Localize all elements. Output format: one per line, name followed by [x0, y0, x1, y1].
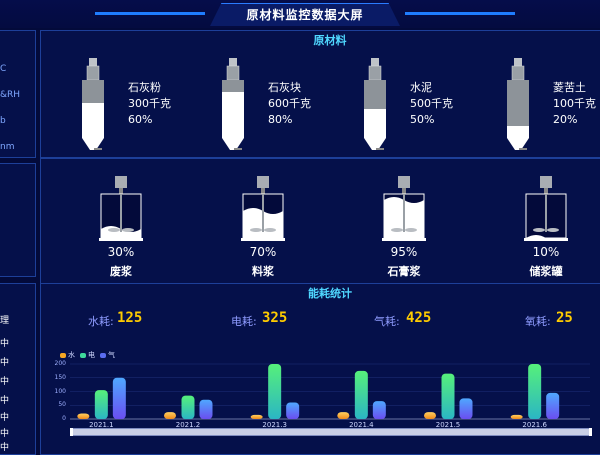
y-tick-label: 50	[58, 401, 66, 409]
mixing-tank	[241, 176, 285, 242]
silo-icon	[507, 58, 529, 152]
energy-title: 能耗统计	[308, 287, 352, 300]
material-percent: 60%	[128, 113, 153, 126]
left-panel-mid	[0, 163, 36, 277]
y-tick-label: 100	[54, 387, 66, 395]
x-tick-label: 2021.1	[89, 421, 114, 429]
materials-title: 原材料	[313, 34, 347, 47]
y-tick-label: 0	[62, 415, 66, 422]
legend-swatch	[60, 352, 66, 358]
left-panel-bottom	[0, 283, 36, 455]
silo-icon	[222, 58, 244, 152]
material-silo	[80, 58, 120, 152]
header-deco-right	[405, 12, 515, 15]
material-info: 菱苦土 100千克 20%	[553, 80, 596, 128]
tank-name: 废浆	[110, 265, 132, 278]
scrollbar-handle-right[interactable]	[589, 428, 592, 436]
left-item: 中	[0, 377, 10, 387]
gas-value: 425	[406, 310, 432, 326]
legend-power[interactable]: 电	[80, 350, 95, 360]
material-name: 菱苦土	[553, 81, 586, 94]
left-item: 中	[0, 413, 10, 423]
mixing-tank	[524, 176, 568, 242]
material-silo	[362, 58, 402, 152]
material-info: 石灰块 600千克 80%	[268, 80, 311, 128]
legend-gas[interactable]: 气	[100, 350, 115, 360]
page-title: 原材料监控数据大屏	[246, 8, 364, 22]
mixing-tank	[99, 176, 143, 242]
material-silo	[505, 58, 545, 152]
left-item: 中	[0, 358, 10, 368]
y-tick-label: 200	[54, 360, 66, 367]
legend-water[interactable]: 水	[60, 350, 75, 360]
left-item: 中	[0, 396, 10, 406]
silo-icon	[364, 58, 386, 152]
left-item: 中	[0, 443, 10, 453]
tank-percent: 95%	[390, 245, 418, 259]
y-tick-label: 150	[54, 373, 66, 381]
material-name: 水泥	[410, 81, 432, 94]
material-amount: 500千克	[410, 97, 453, 110]
material-name: 石灰粉	[128, 81, 161, 94]
tank-percent: 10%	[532, 245, 560, 259]
material-silo	[220, 58, 260, 152]
title-plate	[210, 3, 400, 26]
left-label: C	[0, 64, 7, 74]
left-label: &RH	[0, 90, 21, 100]
material-percent: 80%	[268, 113, 293, 126]
material-amount: 600千克	[268, 97, 311, 110]
chart-scrollbar[interactable]	[70, 428, 592, 436]
material-amount: 300千克	[128, 97, 171, 110]
tank-icon	[524, 176, 568, 241]
water-value: 125	[117, 310, 143, 326]
tank-name: 料浆	[252, 265, 274, 278]
oxygen-value: 25	[556, 310, 573, 326]
x-tick-label: 2021.6	[522, 421, 547, 429]
energy-panel	[40, 283, 600, 455]
tank-percent: 70%	[249, 245, 277, 259]
oxygen-label: 氧耗:	[525, 315, 551, 328]
tank-name: 石膏浆	[387, 265, 421, 278]
material-info: 水泥 500千克 50%	[410, 80, 453, 128]
material-name: 石灰块	[268, 81, 301, 94]
tank-name: 储浆罐	[529, 265, 563, 278]
left-item: 中	[0, 429, 10, 439]
tank-percent: 30%	[107, 245, 135, 259]
left-label: b	[0, 116, 6, 126]
power-label: 电耗:	[231, 315, 257, 328]
silo-icon	[82, 58, 104, 152]
x-tick-label: 2021.3	[262, 421, 287, 429]
tank-icon	[241, 176, 285, 241]
legend-swatch	[80, 352, 86, 358]
header-deco-left	[95, 12, 205, 15]
legend-label: 气	[108, 351, 115, 359]
power-value: 325	[262, 310, 288, 326]
tank-icon	[382, 176, 426, 241]
material-percent: 50%	[410, 113, 435, 126]
scrollbar-handle-left[interactable]	[70, 428, 73, 436]
water-label: 水耗:	[88, 315, 114, 328]
x-tick-label: 2021.4	[349, 421, 374, 429]
gas-label: 气耗:	[374, 315, 400, 328]
legend-label: 电	[88, 351, 95, 359]
material-amount: 100千克	[553, 97, 596, 110]
x-tick-label: 2021.5	[435, 421, 461, 429]
x-tick-label: 2021.2	[175, 421, 201, 429]
mixing-tank	[382, 176, 426, 242]
left-item: 中	[0, 339, 10, 349]
legend-label: 水	[68, 351, 75, 359]
tank-icon	[99, 176, 143, 241]
material-percent: 20%	[553, 113, 578, 126]
legend-swatch	[100, 352, 106, 358]
left-heading: 理	[0, 316, 10, 326]
materials-panel	[40, 30, 600, 158]
left-panel-top	[0, 30, 36, 158]
left-label: nm	[0, 142, 15, 152]
material-info: 石灰粉 300千克 60%	[128, 80, 171, 128]
